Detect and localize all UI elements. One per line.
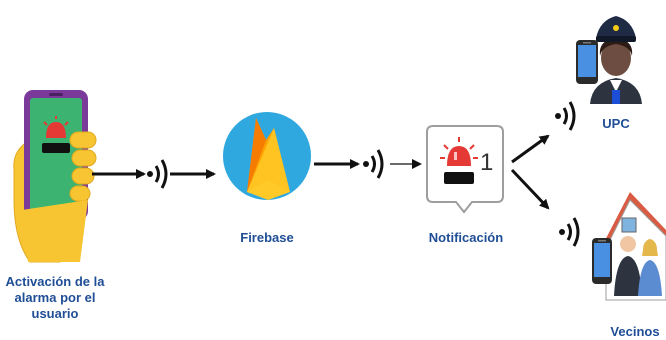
label-activacion: Activación de la alarma por el usuario xyxy=(5,274,105,321)
smartphone-icon xyxy=(576,40,598,84)
label-notificacion: Notificación xyxy=(428,230,504,245)
wifi-signal-icon xyxy=(555,101,576,131)
label-upc: UPC xyxy=(602,116,630,131)
hand-phone-alarm-icon xyxy=(13,90,97,263)
arrow-to-vecinos xyxy=(510,168,550,210)
notification-bubble-icon: 1 xyxy=(426,125,504,214)
label-vecinos: Vecinos xyxy=(610,324,660,339)
police-officer-icon xyxy=(590,16,642,104)
arrow-to-upc xyxy=(511,134,550,164)
label-firebase: Firebase xyxy=(240,230,294,245)
wifi-signal-icon xyxy=(559,217,580,247)
wifi-signal-icon xyxy=(363,149,384,179)
house-neighbors-icon xyxy=(600,192,666,301)
wifi-signal-icon xyxy=(147,159,168,189)
smartphone-icon xyxy=(592,238,612,284)
notification-count: 1 xyxy=(480,149,493,176)
firebase-logo-icon xyxy=(223,112,311,200)
